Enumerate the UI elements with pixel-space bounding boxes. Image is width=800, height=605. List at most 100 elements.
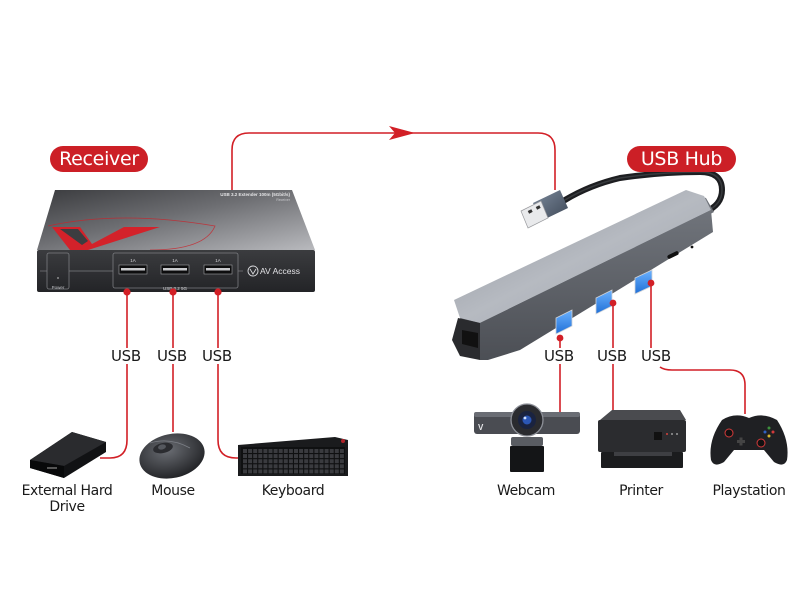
keyboard-key — [253, 469, 258, 474]
device-label-line: External Hard — [21, 483, 113, 499]
keyboard-key — [268, 449, 273, 453]
keyboard-key — [288, 469, 293, 474]
keyboard-key — [329, 464, 334, 469]
keyboard-key — [304, 449, 309, 453]
receiver-device — [37, 190, 315, 292]
keyboard-key — [273, 469, 278, 474]
receiver-model-sublabel: Receiver — [276, 198, 291, 202]
device-label-mouse: Mouse — [151, 483, 195, 499]
keyboard-key — [278, 449, 283, 453]
keyboard-key — [273, 459, 278, 464]
keyboard-key — [278, 464, 283, 469]
keyboard-key — [309, 469, 314, 474]
line-keyboard — [217, 292, 240, 459]
device-label-external-hard-drive: External Hard Drive — [22, 483, 113, 515]
device-label-webcam: Webcam — [496, 483, 556, 499]
keyboard-key — [283, 469, 288, 474]
keyboard-key — [263, 449, 268, 453]
port-1-current-label: 1A — [130, 258, 136, 263]
link-line — [231, 132, 556, 190]
keyboard-key — [283, 459, 288, 464]
keyboard-key — [263, 464, 268, 469]
usb-label-webcam: USB — [543, 347, 575, 365]
keyboard-key — [329, 459, 334, 464]
keyboard-key — [288, 454, 293, 459]
keyboard-key — [288, 464, 293, 469]
keyboard-key — [314, 469, 319, 474]
keyboard-key — [283, 449, 288, 453]
keyboard-key — [299, 454, 304, 459]
keyboard-key — [268, 464, 273, 469]
keyboard-key — [339, 454, 344, 459]
port-group-label: USB 3.2 5G — [163, 286, 188, 291]
line-hard-drive — [100, 292, 128, 459]
device-label-keyboard: Keyboard — [261, 483, 325, 499]
keyboard-key — [268, 459, 273, 464]
usb-hub-badge: USB Hub — [627, 146, 736, 172]
keyboard-key — [319, 459, 324, 464]
usb-label-hard-drive: USB — [110, 347, 142, 365]
keyboard-key — [314, 454, 319, 459]
av-access-logo-icon — [247, 265, 259, 277]
usb-label-mouse: USB — [156, 347, 188, 365]
usb-port-group — [112, 252, 239, 289]
keyboard-key — [263, 469, 268, 474]
keyboard-key — [258, 449, 263, 453]
keyboard-key — [314, 449, 319, 453]
game-controller-icon — [710, 415, 788, 465]
keyboard-key — [324, 459, 329, 464]
keyboard-key — [243, 454, 247, 459]
keyboard-key — [253, 449, 258, 453]
keyboard-key — [324, 464, 329, 469]
keyboard-key — [288, 449, 293, 453]
keyboard-key — [324, 449, 329, 453]
printer-icon — [598, 410, 686, 468]
keyboard-key — [299, 469, 304, 474]
keyboard-key — [278, 454, 283, 459]
keyboard-key — [248, 469, 253, 474]
keyboard-key — [339, 449, 344, 453]
usb-label-printer: USB — [596, 347, 628, 365]
receiver-top — [37, 190, 315, 250]
keyboard-key — [243, 449, 247, 453]
keyboard-key — [283, 464, 288, 469]
hdmi-port — [462, 330, 478, 348]
keyboard-key — [278, 459, 283, 464]
usb-label-keyboard: USB — [201, 347, 233, 365]
keyboard-key — [329, 449, 334, 453]
usb-c-port — [667, 251, 679, 259]
keyboard-key — [309, 454, 314, 459]
keyboard-key — [339, 469, 344, 474]
hub-usb-port-1 — [555, 309, 573, 335]
keyboard-key — [273, 464, 278, 469]
main-link — [231, 126, 556, 190]
keyboard-key — [273, 454, 278, 459]
svg-text:V: V — [478, 423, 484, 432]
keyboard-key — [329, 469, 334, 474]
keyboard-key — [299, 449, 304, 453]
device-label-playstation: Playstation — [712, 483, 786, 499]
keyboard-icon — [238, 437, 348, 476]
keyboard-key — [334, 469, 339, 474]
keyboard-key — [243, 469, 247, 474]
keyboard-key — [304, 464, 309, 469]
keyboard-key — [288, 459, 293, 464]
keyboard-key — [283, 454, 288, 459]
receiver-model-label: USB 3.2 Extender 100m (5Gbit/s) — [220, 192, 290, 197]
keyboard-key — [294, 469, 298, 474]
device-label-printer: Printer — [619, 483, 663, 499]
keyboard-key — [304, 454, 309, 459]
keyboard-key — [248, 459, 253, 464]
keyboard-key — [319, 449, 324, 453]
keyboard-key — [314, 464, 319, 469]
keyboard-key — [268, 454, 273, 459]
keyboard-key — [294, 454, 298, 459]
line-playstation — [650, 283, 746, 414]
keyboard-key — [253, 459, 258, 464]
receiver-logo-icon — [47, 217, 216, 251]
keyboard-key — [314, 459, 319, 464]
port-2-current-label: 1A — [172, 258, 178, 263]
keyboard-key — [243, 464, 247, 469]
keyboard-key — [324, 454, 329, 459]
